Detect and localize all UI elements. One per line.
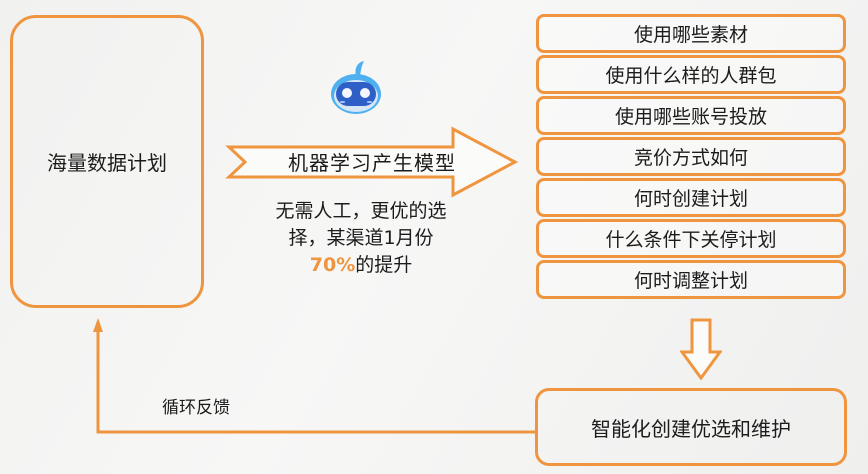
factor-label: 使用哪些素材 — [633, 24, 748, 46]
arrow-down-icon — [680, 318, 722, 380]
factor-label: 竞价方式如何 — [633, 147, 748, 169]
factor-label: 使用哪些账号投放 — [614, 106, 767, 128]
factor-item: 使用哪些素材 — [536, 14, 846, 53]
decision-factor-list: 使用哪些素材 使用什么样的人群包 使用哪些账号投放 竞价方式如何 何时创建计划 … — [536, 14, 846, 299]
factor-label: 使用什么样的人群包 — [605, 65, 777, 87]
desc-line-2: 择，某渠道1月份 — [288, 227, 434, 249]
arrow-right-icon — [225, 126, 519, 198]
factor-label: 什么条件下关停计划 — [605, 229, 777, 251]
benefit-description: 无需人工，更优的选 择，某渠道1月份 70%的提升 — [236, 198, 486, 279]
desc-line-1: 无需人工，更优的选 — [275, 200, 447, 222]
factor-item: 何时调整计划 — [536, 260, 846, 299]
factor-label: 何时创建计划 — [633, 188, 748, 210]
desc-line-3: 70%的提升 — [236, 252, 486, 279]
massive-data-plan-label: 海量数据计划 — [47, 151, 167, 175]
factor-item: 什么条件下关停计划 — [536, 219, 846, 258]
massive-data-plan-box: 海量数据计划 — [10, 15, 204, 308]
factor-label: 何时调整计划 — [633, 270, 748, 292]
improvement-percent: 70% — [309, 254, 356, 276]
factor-item: 何时创建计划 — [536, 178, 846, 217]
desc-line-3-rest: 的提升 — [355, 254, 413, 276]
factor-item: 竞价方式如何 — [536, 137, 846, 176]
intelligent-creation-label: 智能化创建优选和维护 — [591, 416, 791, 441]
factor-item: 使用哪些账号投放 — [536, 96, 846, 135]
robot-icon — [331, 61, 381, 114]
factor-item: 使用什么样的人群包 — [536, 55, 846, 94]
feedback-loop-label: 循环反馈 — [162, 398, 230, 418]
ml-model-label: 机器学习产生模型 — [288, 151, 456, 175]
intelligent-creation-box: 智能化创建优选和维护 — [535, 388, 847, 466]
